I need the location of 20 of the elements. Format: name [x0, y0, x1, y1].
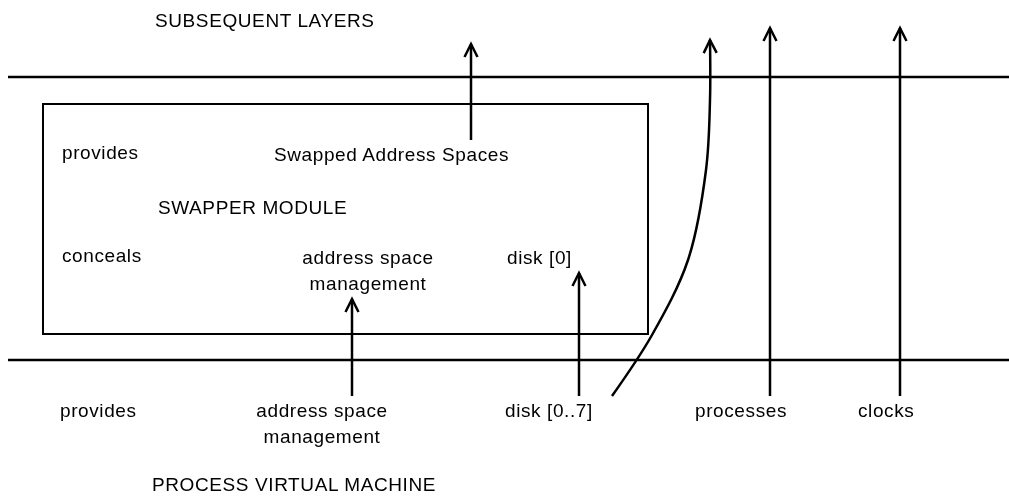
interface-item: address space management — [268, 245, 468, 297]
interface-keyword: conceals — [62, 244, 142, 268]
layer-name: SUBSEQUENT LAYERS — [155, 9, 375, 33]
arrow — [344, 297, 360, 396]
interface-item: address space management — [222, 398, 422, 450]
interface-item: clocks — [858, 398, 915, 424]
interface-item: processes — [695, 398, 787, 424]
module-box — [42, 103, 649, 335]
interface-keyword: provides — [60, 399, 137, 423]
arrow — [610, 38, 718, 397]
interface-keyword: provides — [62, 141, 139, 165]
arrow — [892, 26, 908, 396]
arrow — [762, 26, 778, 396]
interface-item: disk [0..7] — [505, 398, 593, 424]
layer-name: PROCESS VIRTUAL MACHINE — [152, 473, 437, 497]
interface-item: disk [0] — [507, 245, 572, 271]
arrow — [571, 271, 587, 396]
interface-item: Swapped Address Spaces — [274, 142, 509, 168]
arrow — [463, 42, 479, 140]
module-title: SWAPPER MODULE — [158, 196, 348, 220]
